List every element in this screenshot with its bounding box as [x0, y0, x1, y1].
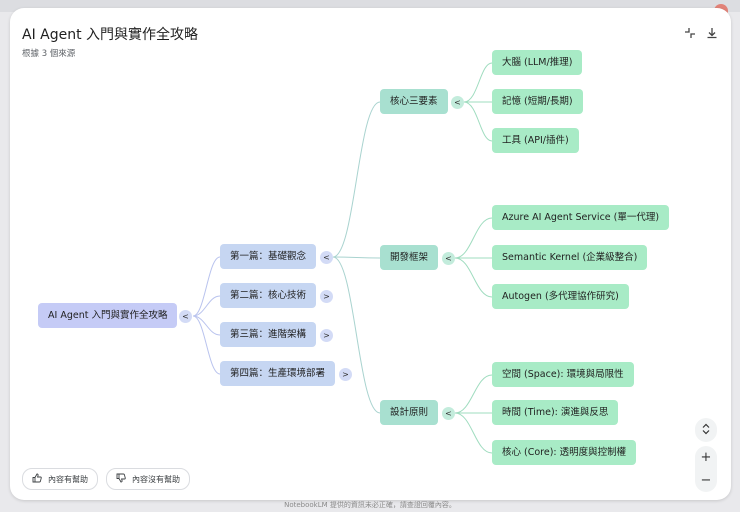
concept-node[interactable]: 設計原則	[380, 400, 439, 425]
helpful-button[interactable]: 內容有幫助	[22, 468, 98, 490]
helpful-label: 內容有幫助	[48, 474, 88, 484]
expand-collapse-icon[interactable]	[701, 423, 711, 438]
not-helpful-button[interactable]: 內容沒有幫助	[106, 468, 190, 490]
fit-view-button[interactable]	[695, 418, 717, 442]
leaf-node[interactable]: Autogen (多代理協作研究)	[492, 284, 629, 309]
chapter-expand-toggle[interactable]: >	[320, 290, 333, 303]
mindmap-root-node[interactable]: AI Agent 入門與實作全攻略	[38, 303, 178, 328]
leaf-node[interactable]: 時間 (Time): 演進與反思	[492, 400, 619, 425]
root-collapse-toggle[interactable]: <	[179, 310, 192, 323]
concept-node[interactable]: 核心三要素	[380, 89, 448, 114]
concept-collapse-toggle[interactable]: <	[442, 252, 455, 265]
chapter-node[interactable]: 第一篇：基礎觀念	[220, 244, 317, 269]
collapse-icon[interactable]	[682, 25, 698, 41]
leaf-node[interactable]: Azure AI Agent Service (單一代理)	[492, 205, 670, 230]
zoom-out-button[interactable]: −	[700, 473, 712, 488]
chapter-expand-toggle[interactable]: >	[339, 368, 352, 381]
source-count: 根據 3 個來源	[22, 49, 76, 59]
concept-collapse-toggle[interactable]: <	[451, 96, 464, 109]
concept-collapse-toggle[interactable]: <	[442, 407, 455, 420]
chapter-expand-toggle[interactable]: >	[320, 329, 333, 342]
zoom-controls: + −	[695, 446, 717, 492]
concept-node[interactable]: 開發框架	[380, 245, 439, 270]
thumbs-down-icon	[116, 473, 126, 485]
leaf-node[interactable]: 核心 (Core): 透明度與控制權	[492, 440, 637, 465]
chapter-collapse-toggle[interactable]: <	[320, 251, 333, 264]
footer-disclaimer: NotebookLM 提供的資訊未必正確，請查證回覆內容。	[284, 501, 456, 509]
download-icon[interactable]	[704, 25, 720, 41]
leaf-node[interactable]: 空間 (Space): 環境與局限性	[492, 362, 634, 387]
leaf-node[interactable]: 大腦 (LLM/推理)	[492, 50, 583, 75]
chapter-node[interactable]: 第三篇：進階架構	[220, 322, 317, 347]
leaf-node[interactable]: Semantic Kernel (企業級整合)	[492, 245, 648, 270]
not-helpful-label: 內容沒有幫助	[132, 474, 180, 484]
zoom-in-button[interactable]: +	[700, 450, 712, 465]
thumbs-up-icon	[32, 473, 42, 485]
leaf-node[interactable]: 記憶 (短期/長期)	[492, 89, 583, 114]
chapter-node[interactable]: 第四篇：生產環境部署	[220, 361, 336, 386]
leaf-node[interactable]: 工具 (API/插件)	[492, 128, 579, 153]
mindmap-dialog: AI Agent 入門與實作全攻略 根據 3 個來源	[10, 8, 731, 500]
page-title: AI Agent 入門與實作全攻略	[22, 27, 199, 43]
chapter-node[interactable]: 第二篇：核心技術	[220, 283, 317, 308]
